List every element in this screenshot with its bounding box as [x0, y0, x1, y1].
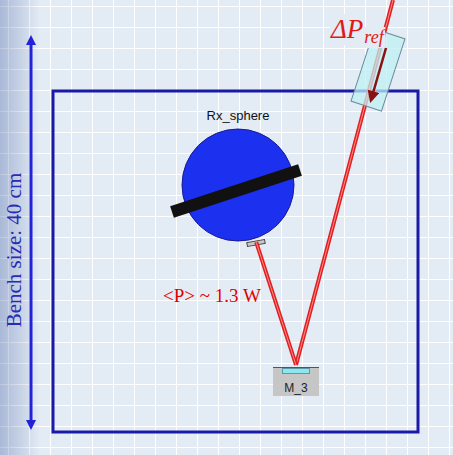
- sphere-node: Rx_sphere: [178, 106, 298, 243]
- sphere-shape: [178, 106, 298, 243]
- part-name: Rx_sphere: [178, 108, 298, 123]
- power-symbol: ΔP: [330, 14, 364, 45]
- power-subscript: ref: [363, 27, 384, 48]
- part-name: M_3: [273, 381, 319, 395]
- power-value: <P> ~ 1.3 W: [163, 285, 261, 307]
- bench-outline: [53, 91, 418, 432]
- dimension-label: Bench size: 40 cm: [2, 173, 27, 328]
- dimension-arrow: [30, 40, 33, 425]
- mirror-mount: M_3: [273, 367, 319, 396]
- mirror-glass: [282, 368, 310, 374]
- laser-beam: [256, 242, 296, 365]
- power-arrow: [371, 48, 386, 100]
